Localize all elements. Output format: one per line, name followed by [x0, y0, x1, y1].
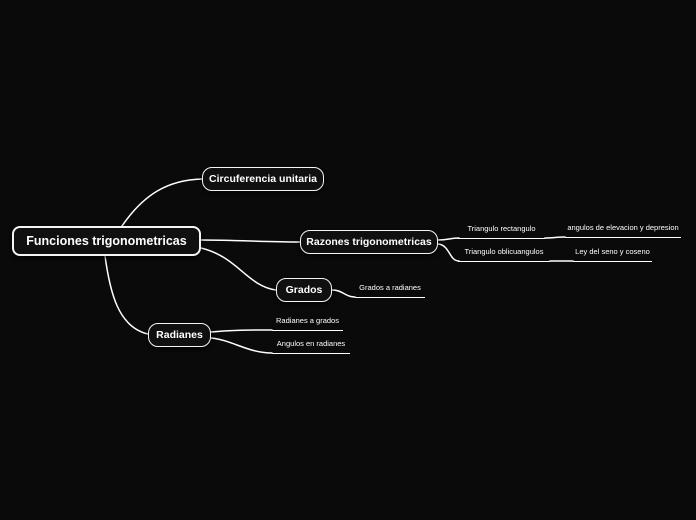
connector-razones-triangulo-rectangulo	[437, 237, 460, 241]
node-label: Triangulo oblicuangulos	[464, 247, 544, 256]
node-radianes-a-grados[interactable]: Radianes a grados	[272, 314, 343, 331]
connector-root-grados	[200, 247, 277, 291]
node-label: Angulos en radianes	[276, 339, 346, 348]
node-label: Radianes	[156, 329, 203, 341]
node-radianes[interactable]: Radianes	[148, 323, 211, 347]
connector-grados-grados-a-radianes	[331, 289, 356, 298]
node-label: Circuferencia unitaria	[209, 173, 317, 185]
connector-radianes-angulos-en-radianes	[210, 337, 273, 354]
connector-triangulo-rectangulo-angulos	[544, 236, 566, 239]
node-label: Triangulo rectangulo	[467, 224, 536, 233]
node-label: angulos de elevacion y depresion	[567, 223, 679, 232]
node-angulos-de-elevacion-y-depresion[interactable]: angulos de elevacion y depresion	[565, 221, 681, 238]
connector-root-razones	[200, 239, 301, 243]
node-circuferencia-unitaria[interactable]: Circuferencia unitaria	[202, 167, 324, 191]
node-label: Grados a radianes	[359, 283, 421, 292]
node-razones-trigonometricas[interactable]: Razones trigonometricas	[300, 230, 438, 254]
connector-radianes-radianes-a-grados	[210, 329, 273, 333]
node-triangulo-rectangulo[interactable]: Triangulo rectangulo	[458, 222, 545, 239]
node-label: Razones trigonometricas	[306, 236, 432, 248]
node-ley-del-seno-y-coseno[interactable]: Ley del seno y coseno	[573, 245, 652, 262]
node-label: Radianes a grados	[276, 316, 339, 325]
node-label: Grados	[285, 284, 323, 296]
node-angulos-en-radianes[interactable]: Angulos en radianes	[272, 337, 350, 354]
node-label: Ley del seno y coseno	[575, 247, 650, 256]
node-funciones-trigonometricas[interactable]: Funciones trigonometricas	[12, 226, 201, 256]
connector-root-circuferencia	[121, 178, 203, 227]
connector-root-radianes	[104, 255, 149, 335]
connector-razones-triangulo-oblicuangulos	[437, 243, 460, 262]
node-grados[interactable]: Grados	[276, 278, 332, 302]
node-triangulo-oblicuangulos[interactable]: Triangulo oblicuangulos	[458, 245, 550, 262]
node-grados-a-radianes[interactable]: Grados a radianes	[355, 281, 425, 298]
node-label: Funciones trigonometricas	[26, 234, 187, 248]
